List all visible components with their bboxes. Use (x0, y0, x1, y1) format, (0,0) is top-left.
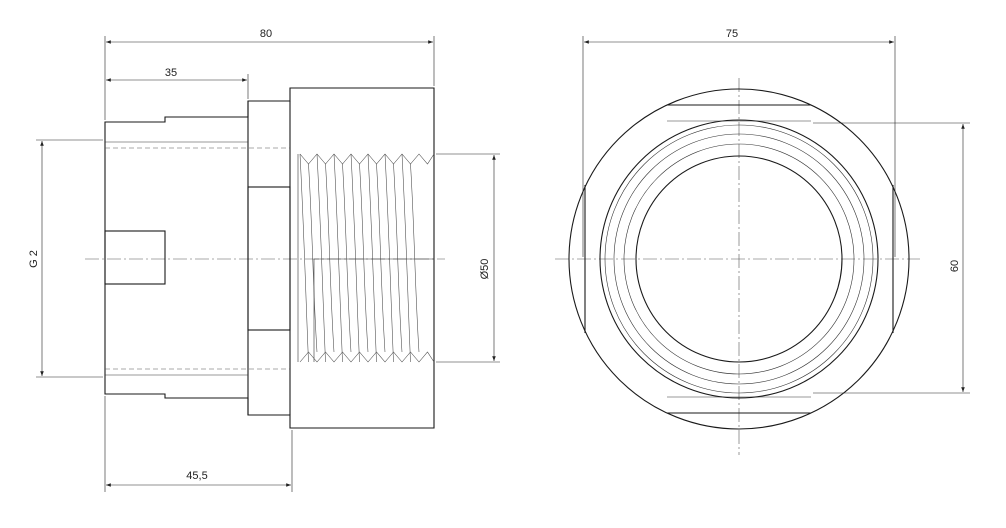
thread-helix-line-4 (376, 163, 386, 353)
thread-helix-line-2 (342, 163, 352, 353)
thread-root-line-6 (401, 153, 411, 363)
dim-overall-length: 80 (104, 28, 435, 120)
thread-helix-line-0 (308, 163, 318, 353)
dim-label-45-5: 45,5 (186, 470, 207, 482)
dim-label-g2: G 2 (28, 250, 40, 268)
side-port (104, 230, 166, 285)
dim-label-80: 80 (260, 28, 272, 40)
thread-root-line-5 (384, 153, 394, 363)
side-outline (104, 87, 435, 429)
dim-label-60: 60 (949, 260, 961, 272)
thread-profile (299, 153, 435, 363)
dim-front-width: 75 (582, 28, 896, 257)
thread-helix-line-1 (325, 163, 335, 353)
dim-across-flats: 60 (813, 122, 970, 394)
dim-thread-size: G 2 (28, 139, 103, 378)
thread-helix-line-6 (410, 163, 420, 353)
thread-root-line-3 (350, 153, 360, 363)
thread-crest-bottom (299, 351, 435, 363)
dim-bore-diameter: Ø50 (436, 153, 500, 363)
dim-label-75: 75 (726, 28, 738, 40)
thread-crest-top (299, 153, 435, 165)
thread-helix-line-3 (359, 163, 369, 353)
thread-root-line-2 (333, 153, 343, 363)
dim-label-d50: Ø50 (479, 259, 491, 280)
thread-root-line-4 (367, 153, 377, 363)
dim-label-35: 35 (165, 67, 177, 79)
dim-shank-length: 35 (106, 67, 249, 99)
thread-helix-line-5 (393, 163, 403, 353)
side-inner-bore (247, 186, 291, 331)
thread-root-line-0 (299, 153, 309, 363)
front-view: 75 60 (555, 28, 970, 455)
thread-root-line-1 (316, 153, 326, 363)
front-bore-circle (635, 155, 843, 363)
front-outer-circle (568, 88, 910, 430)
side-view: 80 35 45,5 G 2 Ø50 (28, 28, 500, 492)
dim-body-start: 45,5 (104, 396, 293, 492)
